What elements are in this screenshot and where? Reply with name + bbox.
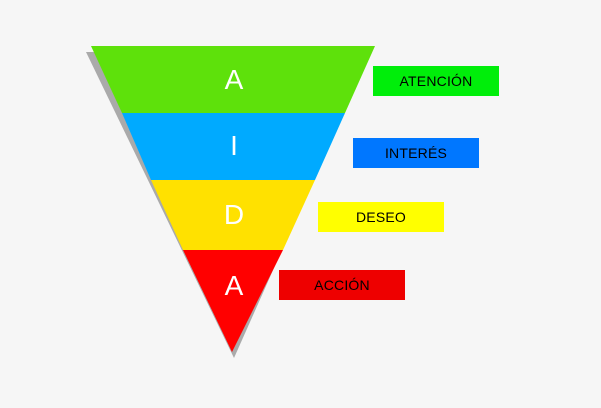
funnel-band-deseo <box>151 180 315 250</box>
stage-label-deseo: DESEO <box>318 202 444 232</box>
funnel-letter-d: D <box>224 199 244 230</box>
funnel-letter-a2: A <box>225 270 244 301</box>
funnel-letter-i: I <box>230 130 238 161</box>
stage-label-accion: ACCIÓN <box>279 270 405 300</box>
funnel-letter-a1: A <box>225 64 244 95</box>
funnel-band-atencion <box>91 46 375 113</box>
stage-label-atencion: ATENCIÓN <box>373 66 499 96</box>
funnel-band-accion <box>183 250 283 352</box>
funnel-band-interes <box>122 113 345 180</box>
stage-label-interes: INTERÉS <box>353 138 479 168</box>
